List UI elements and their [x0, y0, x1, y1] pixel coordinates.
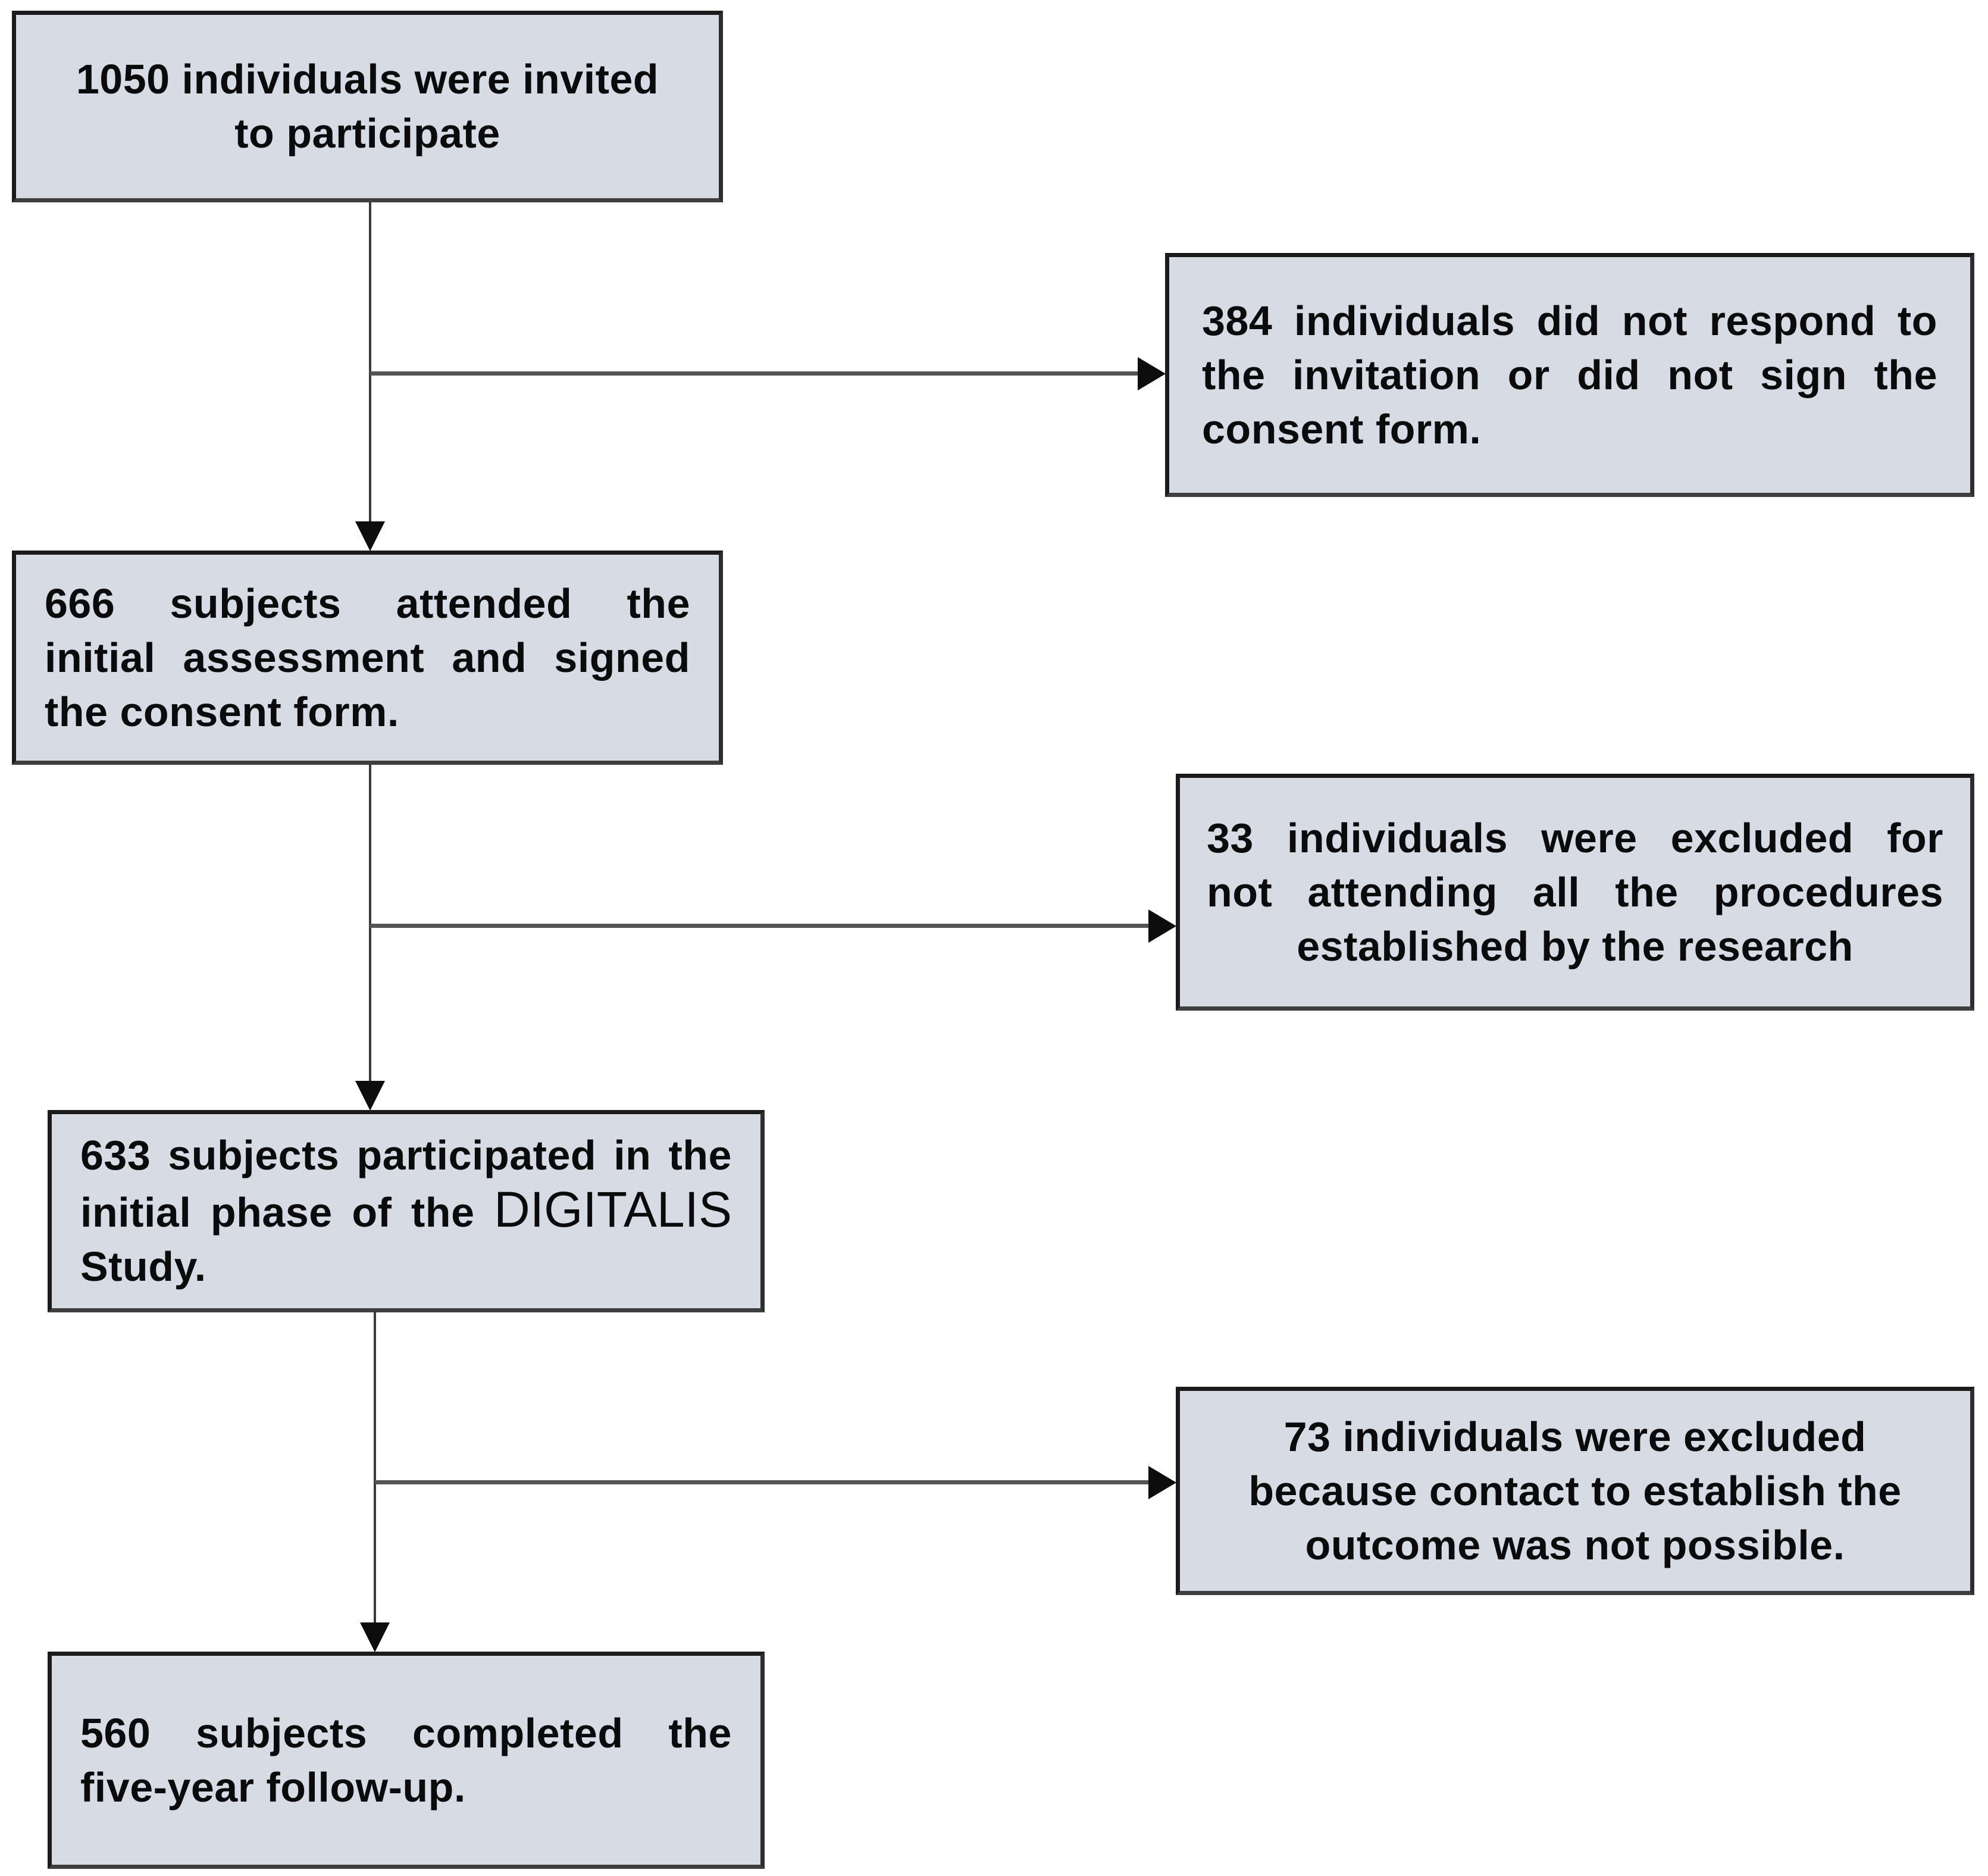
box-excluded-contact-line-2: because contact to establish the	[1248, 1467, 1902, 1514]
box-invited: 1050 individuals were invited to partici…	[12, 11, 723, 202]
box-invited-line-1: 1050 individuals were invited	[76, 56, 659, 102]
box-excluded-contact-line-3: outcome was not possible.	[1305, 1521, 1845, 1568]
box-excluded-procedures-line-2: not attending all the procedures	[1207, 868, 1943, 915]
arrowhead-right-no-response	[1138, 357, 1166, 390]
arrowhead-right-excluded-contact	[1148, 1466, 1176, 1499]
connector-invited-to-attended	[369, 202, 371, 524]
arrowhead-down-attended	[355, 521, 385, 551]
box-completed-line-1: 560 subjects completed the	[80, 1709, 732, 1756]
box-excluded-procedures: 33 individuals were excluded for not att…	[1176, 774, 1974, 1011]
box-completed: 560 subjects completed the five-year fol…	[48, 1652, 765, 1869]
box-invited-line-2: to participate	[234, 110, 500, 157]
connector-branch-no-response	[370, 371, 1138, 376]
box-attended: 666 subjects attended the initial assess…	[12, 551, 723, 765]
arrowhead-down-initial-phase	[355, 1081, 385, 1111]
box-excluded-procedures-line-1: 33 individuals were excluded for	[1207, 814, 1943, 861]
box-initial-phase: 633 subjects participated in the initial…	[48, 1110, 765, 1312]
box-attended-line-3: the consent form.	[45, 688, 399, 735]
box-no-response: 384 individuals did not respond to the i…	[1165, 253, 1974, 497]
box-excluded-contact: 73 individuals were excluded because con…	[1176, 1387, 1974, 1595]
connector-branch-excluded-procedures	[370, 924, 1149, 928]
box-initial-phase-line-1: 633 subjects participated in the	[80, 1132, 732, 1178]
box-attended-line-2: initial assessment and signed	[45, 634, 690, 681]
arrowhead-right-excluded-procedures	[1148, 909, 1176, 943]
box-no-response-line-3: consent form.	[1202, 405, 1482, 452]
box-excluded-procedures-line-3: established by the research	[1297, 923, 1854, 970]
connector-branch-excluded-contact	[375, 1480, 1149, 1484]
box-no-response-line-2: the invitation or did not sign the	[1202, 351, 1937, 398]
box-no-response-line-1: 384 individuals did not respond to	[1202, 297, 1937, 344]
box-initial-phase-line-2-text: initial phase of the	[80, 1189, 475, 1236]
box-initial-phase-line-2: initial phase of the DIGITALIS	[80, 1183, 732, 1240]
box-completed-line-2: five-year follow-up.	[80, 1764, 466, 1811]
arrowhead-down-completed	[360, 1622, 390, 1652]
connector-initial-phase-to-completed	[374, 1312, 376, 1625]
box-excluded-contact-line-1: 73 individuals were excluded	[1283, 1413, 1867, 1460]
study-name-label: DIGITALIS	[494, 1181, 732, 1237]
box-initial-phase-line-3: Study.	[80, 1243, 206, 1290]
box-attended-line-1: 666 subjects attended the	[45, 580, 690, 627]
